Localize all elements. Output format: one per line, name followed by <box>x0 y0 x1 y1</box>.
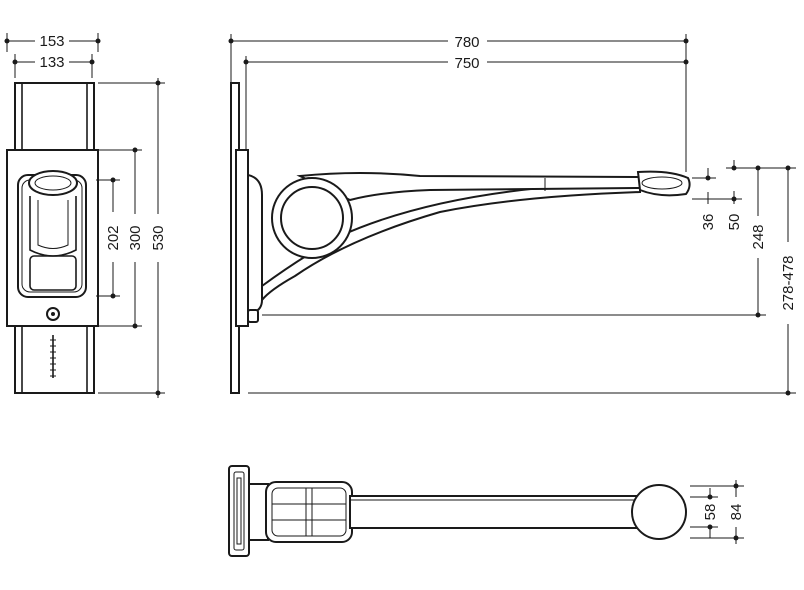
top-arm-tip <box>631 484 687 540</box>
dim-58: 58 <box>690 488 719 538</box>
dim-530: 530 <box>98 78 167 398</box>
top-wall-plate <box>228 465 250 557</box>
top-hinge-housing <box>265 481 353 543</box>
dim-278-478-label: 278-478 <box>780 255 797 310</box>
dim-202-label: 202 <box>105 225 122 250</box>
top-arm <box>349 495 645 529</box>
dim-300: 300 <box>98 147 144 329</box>
dim-750-label: 750 <box>454 55 479 72</box>
dim-780-label: 780 <box>454 34 479 51</box>
side-hinge-block <box>247 173 263 316</box>
dim-84-label: 84 <box>728 504 745 521</box>
side-adjust-knob <box>247 309 259 323</box>
top-connector <box>248 483 269 541</box>
dim-50-label: 50 <box>726 214 743 231</box>
dim-133-label: 133 <box>39 54 64 71</box>
dim-153-label: 153 <box>39 33 64 50</box>
dim-278-478: 278-478 <box>248 165 797 396</box>
dim-84: 84 <box>690 480 745 544</box>
front-height-scale <box>50 335 56 378</box>
dim-248-label: 248 <box>750 224 767 249</box>
side-mounting-plate <box>235 149 249 327</box>
side-view: 780 750 36 50 <box>228 34 797 396</box>
dim-133: 133 <box>12 54 95 78</box>
front-view: 153 133 202 <box>4 33 167 398</box>
side-arm <box>296 172 641 202</box>
dim-248: 248 <box>262 165 767 318</box>
dim-750: 750 <box>243 55 689 150</box>
dim-530-label: 530 <box>150 225 167 250</box>
dim-300-label: 300 <box>127 225 144 250</box>
front-hinge-cap <box>28 170 78 196</box>
dim-36-label: 36 <box>700 214 717 231</box>
dim-36: 36 <box>692 168 717 230</box>
dim-58-label: 58 <box>702 504 719 521</box>
dim-202: 202 <box>96 177 122 299</box>
dim-153: 153 <box>4 33 101 52</box>
dim-780: 780 <box>228 34 689 172</box>
top-view: 58 84 <box>228 465 745 557</box>
